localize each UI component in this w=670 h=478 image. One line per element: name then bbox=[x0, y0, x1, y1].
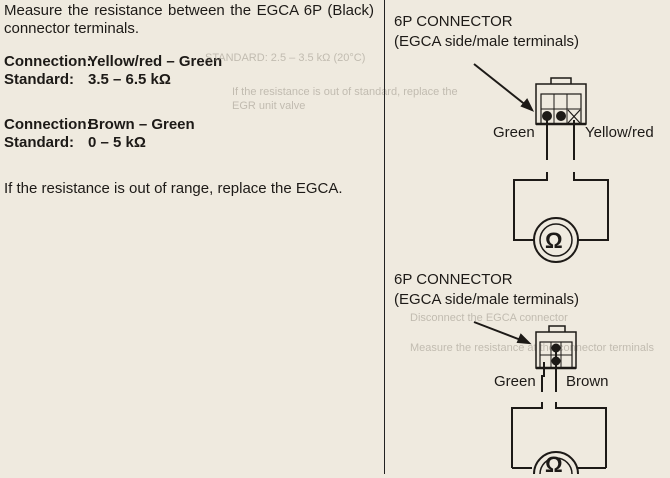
connection-label: Connection: bbox=[4, 53, 92, 70]
terminal-green bbox=[542, 111, 552, 121]
spec-block-yellow-red: Connection:Yellow/red – Green Standard: 3… bbox=[4, 53, 222, 89]
connection-value: Brown – Green bbox=[88, 116, 195, 133]
ohmmeter-1 bbox=[533, 217, 579, 263]
standard-label: Standard: bbox=[4, 71, 75, 88]
ohmmeter-2 bbox=[533, 451, 579, 474]
column-divider bbox=[384, 0, 385, 474]
diagram-2-title: 6P CONNECTOR bbox=[394, 271, 513, 288]
diagram-2-subtitle: (EGCA side/male terminals) bbox=[394, 291, 580, 308]
terminal-yellow-red bbox=[556, 111, 566, 121]
replace-note: If the resistance is out of range, repla… bbox=[4, 180, 343, 197]
wire-green bbox=[541, 362, 545, 392]
leader-line bbox=[473, 321, 527, 343]
spec-block-brown: Connection:Brown – Green Standard: 0 – 5 … bbox=[4, 116, 195, 152]
bleed-through-text: If the resistance is out of standard, re… bbox=[232, 86, 458, 98]
connection-label: Connection: bbox=[4, 116, 92, 133]
wire-label-left: Green bbox=[493, 124, 535, 141]
connector-6p-1 bbox=[535, 77, 587, 126]
wire-label-right: Brown bbox=[566, 373, 609, 390]
wire-label-left: Green bbox=[494, 373, 536, 390]
diagram-1-title: 6P CONNECTOR bbox=[394, 13, 513, 30]
bleed-through-text: Disconnect the EGCA connector bbox=[410, 312, 568, 324]
connection-value: Yellow/red – Green bbox=[88, 53, 223, 70]
procedure-intro: Measure the resistance between the EGCA … bbox=[4, 2, 374, 37]
leader-line bbox=[473, 63, 533, 111]
standard-value: 3.5 – 6.5 kΩ bbox=[88, 71, 171, 88]
wire-to-meter-right bbox=[555, 402, 607, 468]
ohm-symbol: Ω bbox=[545, 452, 563, 477]
bleed-through-text: Measure the resistance at the connector … bbox=[410, 342, 654, 354]
ohm-symbol: Ω bbox=[545, 228, 563, 253]
arrow-head bbox=[516, 333, 532, 345]
diagram-1-subtitle: (EGCA side/male terminals) bbox=[394, 33, 580, 50]
wire-to-meter-right bbox=[573, 172, 609, 241]
wire-to-meter-left bbox=[511, 402, 543, 468]
wire-label-right: Yellow/red bbox=[585, 124, 654, 141]
arrow-head bbox=[520, 98, 535, 112]
standard-label: Standard: bbox=[4, 134, 75, 151]
wire-to-meter-left bbox=[513, 172, 548, 241]
bleed-through-text: EGR unit valve bbox=[232, 100, 306, 112]
standard-value: 0 – 5 kΩ bbox=[88, 134, 146, 151]
bleed-through-text: STANDARD: 2.5 – 3.5 kΩ (20°C) bbox=[205, 52, 366, 64]
